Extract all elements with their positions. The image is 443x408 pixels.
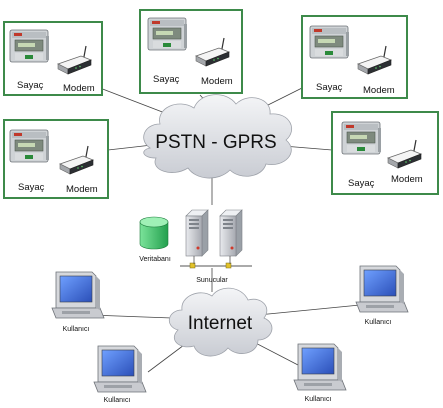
meter-site: Sayaç Modem <box>139 9 243 94</box>
computer-icon <box>355 265 409 313</box>
meter-icon <box>9 129 50 163</box>
user-workstation: Kullanıcı <box>93 345 147 404</box>
meter-label: Sayaç <box>18 182 45 193</box>
meter-label: Sayaç <box>316 82 343 93</box>
computer-icon <box>93 345 147 393</box>
database: Veritabanı <box>139 216 171 263</box>
link-site-left-lower <box>107 144 153 151</box>
meter-icon <box>341 121 382 155</box>
link-user-top-right <box>257 304 361 316</box>
user-label: Kullanıcı <box>305 396 332 403</box>
link-user-top-left <box>89 314 173 319</box>
modem-label: Modem <box>66 184 98 195</box>
lan-connector <box>225 262 232 269</box>
internet-cloud: Internet <box>169 287 273 357</box>
pstn-gprs-label: PSTN - GPRS <box>155 132 276 153</box>
modem-label: Modem <box>363 85 395 96</box>
user-label: Kullanıcı <box>365 319 392 326</box>
link-user-bottom-left <box>147 341 189 373</box>
server-icon <box>185 209 209 257</box>
meter-icon <box>309 25 350 59</box>
meter-label: Sayaç <box>17 80 44 91</box>
link-site-left-upper <box>99 87 166 114</box>
link-site-right-upper <box>261 87 303 109</box>
modem-label: Modem <box>391 174 423 185</box>
user-workstation: Kullanıcı <box>293 343 347 403</box>
database-label: Veritabanı <box>139 256 171 263</box>
servers-label: Sunucular <box>196 277 228 284</box>
meter-site: Sayaç Modem <box>301 15 408 99</box>
meter-label: Sayaç <box>153 74 180 85</box>
meter-icon <box>147 17 188 51</box>
pstn-gprs-cloud: PSTN - GPRS <box>143 94 292 179</box>
meter-label: Sayaç <box>348 178 375 189</box>
meter-icon <box>9 29 50 63</box>
modem-label: Modem <box>201 76 233 87</box>
computer-icon <box>51 271 105 319</box>
user-workstation: Kullanıcı <box>355 265 409 326</box>
user-label: Kullanıcı <box>63 326 90 333</box>
server-icon <box>219 209 243 257</box>
meter-site: Sayaç Modem <box>331 111 439 195</box>
meter-site: Sayaç Modem <box>3 21 103 96</box>
lan-connector <box>189 262 196 269</box>
computer-icon <box>293 343 347 391</box>
meter-site: Sayaç Modem <box>3 119 109 199</box>
servers: Sunucular <box>180 209 252 284</box>
user-label: Kullanıcı <box>104 397 131 404</box>
user-workstation: Kullanıcı <box>51 271 105 333</box>
internet-label: Internet <box>188 313 253 334</box>
modem-label: Modem <box>63 83 95 94</box>
